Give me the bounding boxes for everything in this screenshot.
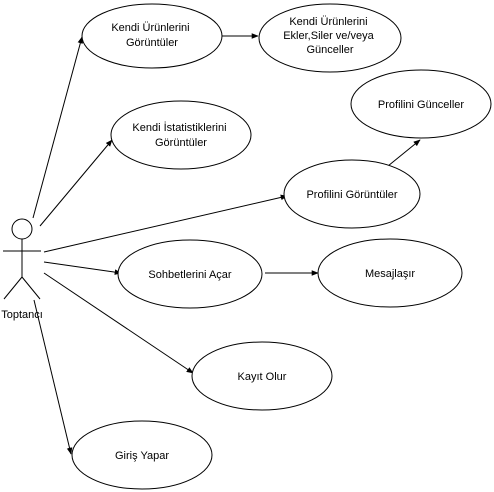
usecase-update-profile-line-1: Profilini Günceller bbox=[378, 99, 465, 111]
usecase-view-profile[interactable]: Profilini Görüntüler bbox=[283, 159, 421, 229]
edge-actor-view-stats bbox=[39, 139, 113, 227]
actor-leg-left bbox=[3, 276, 23, 300]
usecase-update-profile[interactable]: Profilini Günceller bbox=[350, 69, 492, 139]
usecase-view-profile-line-1: Profilini Görüntüler bbox=[306, 189, 397, 201]
usecase-edit-products-line-3: Günceller bbox=[306, 44, 353, 56]
svg-text:Kendi İstatistiklerini G: Kendi İstatistiklerini Görüntüler bbox=[132, 121, 229, 149]
actor-toptanci[interactable]: Toptancı bbox=[1, 218, 43, 321]
usecase-register-line-1: Kayıt Olur bbox=[238, 371, 287, 383]
svg-text:Giriş Yapar: Giriş Yapar bbox=[115, 450, 169, 462]
usecase-view-products[interactable]: Kendi Ürünlerini Görüntüler bbox=[81, 3, 223, 69]
usecase-edit-products-line-2: Ekler,Siler ve/veya bbox=[283, 30, 374, 42]
usecase-open-chats-line-1: Sohbetlerini Açar bbox=[148, 269, 231, 281]
usecase-register[interactable]: Kayıt Olur bbox=[191, 341, 333, 411]
edge-actor-login bbox=[33, 299, 73, 455]
usecase-open-chats[interactable]: Sohbetlerini Açar bbox=[117, 239, 263, 309]
usecase-view-stats-line-1: Kendi İstatistiklerini bbox=[132, 121, 226, 134]
svg-text:Sohbetlerini Açar: Sohbetlerini Açar bbox=[148, 269, 231, 281]
edge-view-to-update-profile bbox=[387, 139, 421, 167]
svg-text:Kendi Ürünlerini Görüntü: Kendi Ürünlerini Görüntüler bbox=[111, 22, 192, 49]
svg-text:Kayıt Olur: Kayıt Olur bbox=[238, 371, 287, 383]
usecase-message[interactable]: Mesajlaşır bbox=[317, 238, 463, 308]
edge-actor-open-chats bbox=[43, 261, 122, 275]
usecase-message-line-1: Mesajlaşır bbox=[365, 268, 415, 280]
svg-text:Kendi Ürünlerini Ekler,S: Kendi Ürünlerini Ekler,Siler ve/veya Gün… bbox=[283, 16, 377, 56]
actor-label: Toptancı bbox=[1, 309, 43, 321]
svg-text:Mesajlaşır: Mesajlaşır bbox=[365, 268, 415, 280]
edge-actor-view-profile bbox=[43, 194, 288, 253]
usecase-view-products-line-1: Kendi Ürünlerini bbox=[111, 22, 189, 34]
usecase-edit-products-line-1: Kendi Ürünlerini bbox=[289, 16, 367, 28]
actor-leg-right bbox=[21, 276, 41, 300]
usecase-edit-products[interactable]: Kendi Ürünlerini Ekler,Siler ve/veya Gün… bbox=[258, 3, 402, 73]
svg-text:Profilini Günceller: Profilini Günceller bbox=[378, 99, 465, 111]
edge-actor-view-products bbox=[32, 36, 84, 219]
actor-head bbox=[11, 218, 33, 240]
edge-actor-register bbox=[43, 272, 194, 374]
usecase-view-stats[interactable]: Kendi İstatistiklerini Görüntüler bbox=[110, 100, 252, 170]
usecase-view-stats-line-2: Görüntüler bbox=[155, 137, 207, 149]
usecase-view-products-line-2: Görüntüler bbox=[126, 37, 178, 49]
usecase-login-line-1: Giriş Yapar bbox=[115, 450, 169, 462]
usecase-login[interactable]: Giriş Yapar bbox=[71, 420, 213, 490]
svg-text:Profilini Görüntüler: Profilini Görüntüler bbox=[306, 189, 397, 201]
